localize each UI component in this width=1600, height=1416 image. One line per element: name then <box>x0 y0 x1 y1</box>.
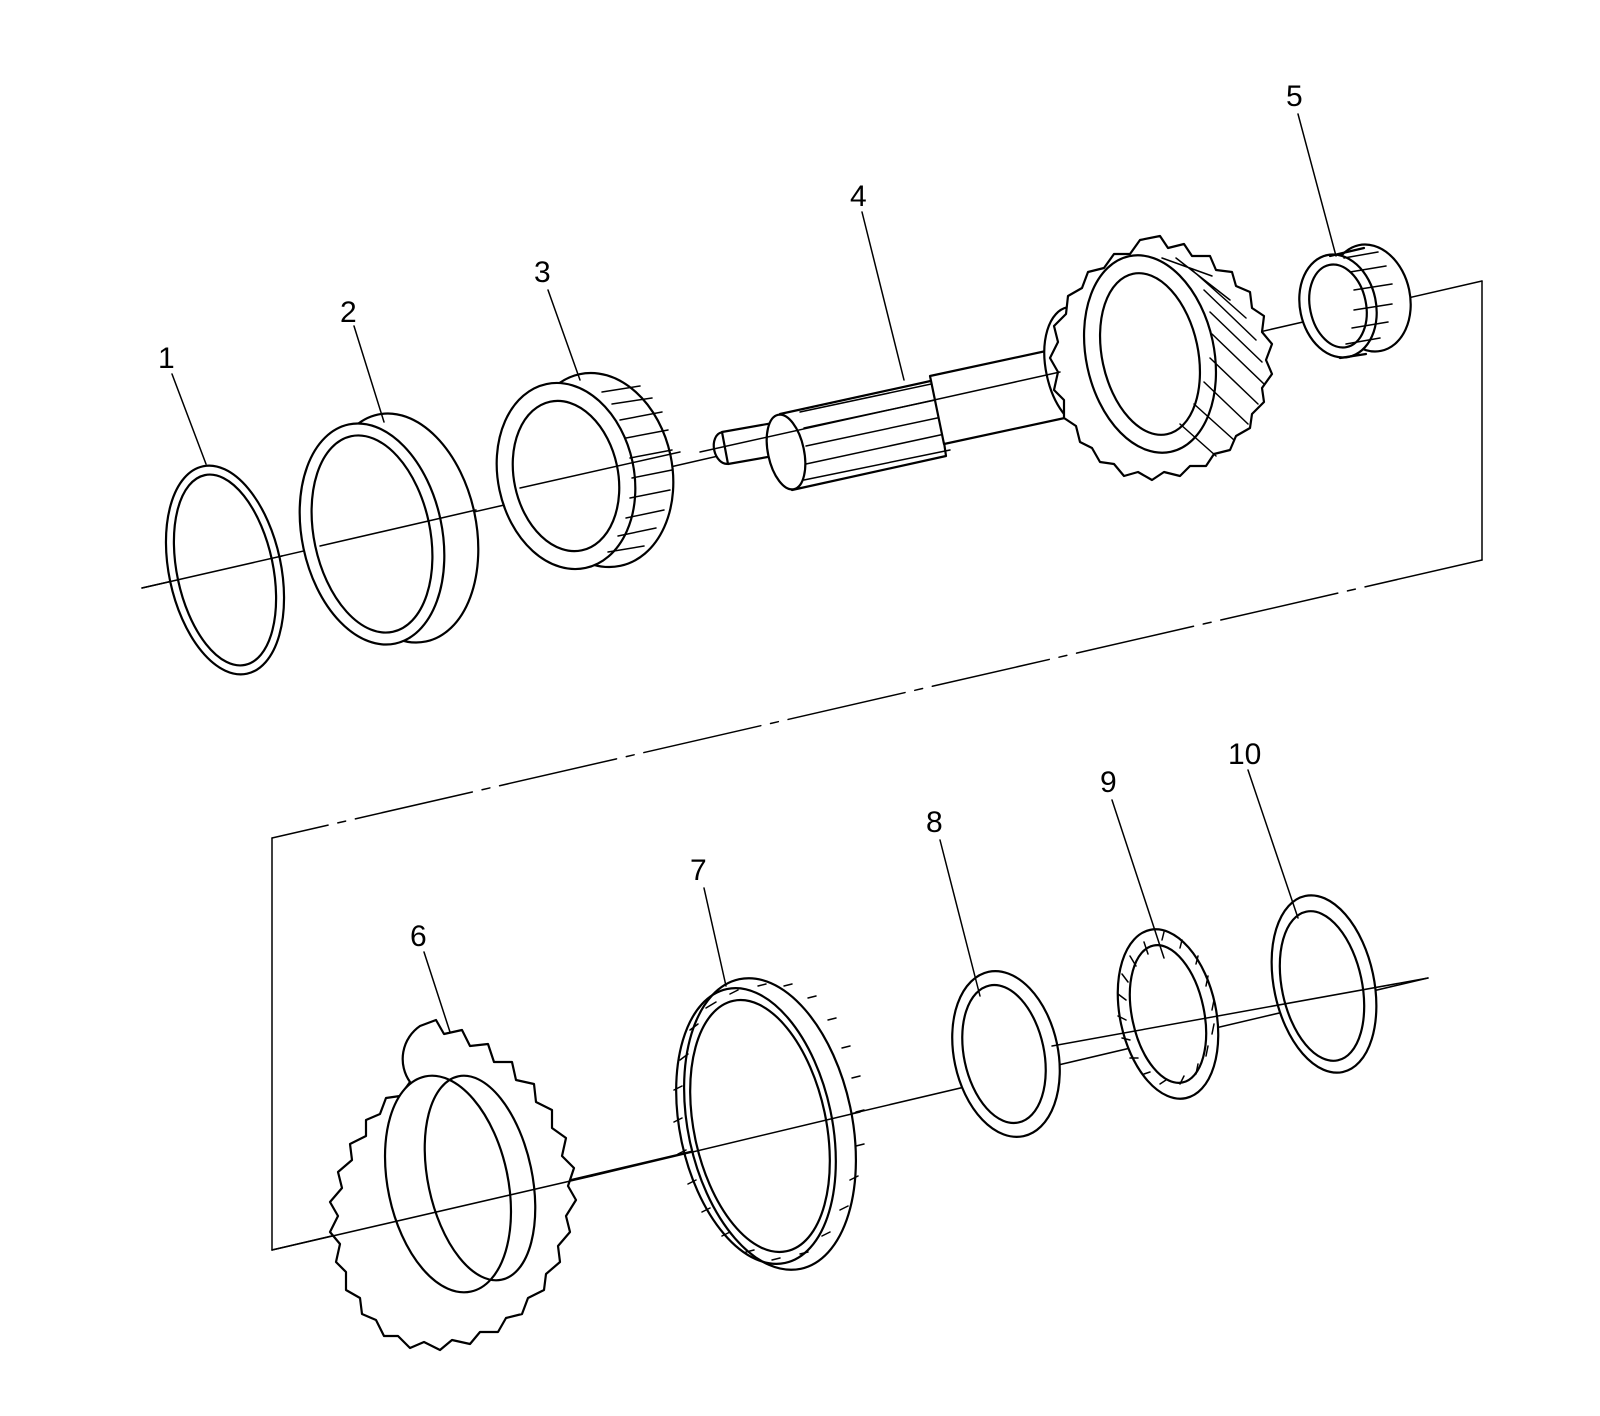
callout-8: 8 <box>926 806 943 839</box>
callout-5: 5 <box>1286 80 1303 113</box>
callout-6: 6 <box>410 920 427 953</box>
callout-2: 2 <box>340 296 357 329</box>
snap-ring-part-1 <box>141 464 286 676</box>
callout-4: 4 <box>850 180 867 213</box>
tapered-bearing-part-3 <box>495 371 681 571</box>
needle-bearing-part-5 <box>1298 243 1412 360</box>
washer-part-10 <box>1051 894 1429 1074</box>
callout-10: 10 <box>1228 738 1261 771</box>
callout-9: 9 <box>1100 766 1117 799</box>
thrust-washer-part-8 <box>951 970 1061 1138</box>
input-shaft-gear-part-4 <box>699 234 1274 492</box>
thrust-bearing-part-9 <box>1116 928 1220 1100</box>
callout-1: 1 <box>158 342 175 375</box>
connector-dashed-line <box>271 559 1483 839</box>
leader-lines <box>171 113 1337 1033</box>
callout-3: 3 <box>534 256 551 289</box>
bearing-cup-part-2 <box>298 412 480 646</box>
callout-7: 7 <box>690 854 707 887</box>
bearing-ring-part-7 <box>591 977 865 1271</box>
sprocket-part-6 <box>271 1018 593 1352</box>
helical-gear <box>1048 234 1274 482</box>
callout-labels: 1 2 3 4 5 6 7 8 9 10 <box>158 80 1303 953</box>
